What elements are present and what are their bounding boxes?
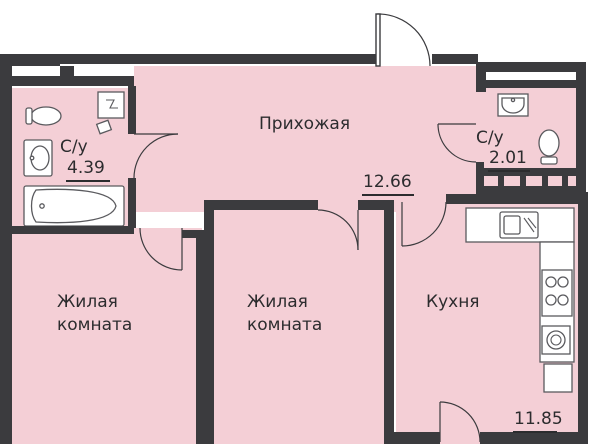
sink-icon — [23, 139, 53, 177]
wall-room-middle-left — [204, 200, 214, 444]
fridge-icon — [543, 363, 573, 393]
wall-bath-left-right — [128, 86, 136, 134]
walls — [0, 54, 588, 444]
wall-outer-left — [0, 54, 12, 444]
wall-kitchen-top — [446, 194, 580, 204]
bathtub-icon — [23, 185, 125, 227]
wall-bath-left-bottom — [12, 226, 134, 234]
sink-icon-right — [497, 93, 529, 117]
entrance-door-icon — [375, 13, 431, 67]
doors — [133, 13, 481, 443]
wall-top-right — [432, 54, 478, 64]
bathroom-right-area: 2.01 — [489, 148, 527, 168]
room-middle-name-line2: комната — [247, 315, 323, 335]
kitchen-door-icon — [401, 201, 447, 247]
toilet-icon-right — [538, 129, 560, 165]
bathroom-right-fixtures — [497, 93, 560, 165]
wall-kitchen-bottom-right — [480, 432, 580, 444]
wall-baluster-3 — [542, 170, 548, 192]
hallway-area-underline — [362, 194, 414, 196]
wall-room-middle-top-right — [358, 200, 388, 210]
kitchen-fixtures — [465, 207, 575, 393]
wall-room-middle-top — [204, 200, 318, 210]
wall-bath-right-shelf — [486, 80, 578, 88]
room-fill-hallway — [134, 66, 476, 212]
room-middle-door-icon — [317, 209, 359, 251]
room-middle-name-line1: Жилая — [247, 292, 308, 312]
wall-bath-left-right-low — [128, 178, 136, 228]
stove-icon — [541, 269, 573, 317]
wall-baluster-1 — [498, 170, 504, 192]
bathroom-left-area: 4.39 — [67, 158, 105, 178]
wall-top-mid — [60, 54, 376, 64]
kitchen-area-underline — [513, 431, 557, 433]
room-fill-room-middle — [210, 210, 390, 444]
bathroom-left-door-icon — [133, 133, 179, 179]
bathroom-right-door-icon — [437, 123, 477, 163]
wall-outer-right-top — [576, 62, 586, 192]
wall-bath-right-bottom — [476, 168, 580, 176]
hallway-name: Прихожая — [259, 114, 351, 134]
wall-baluster-4 — [562, 170, 568, 192]
wall-bath-left-top — [12, 76, 134, 86]
shower-mixer-icon — [95, 91, 125, 135]
wall-kitchen-bottom-left — [394, 432, 440, 444]
wall-top-small-bump2 — [66, 66, 74, 76]
wall-top-left — [0, 54, 60, 66]
kitchen-area: 11.85 — [514, 409, 563, 429]
wall-bath-right-bottom2 — [476, 186, 580, 194]
room-fill-room-left — [12, 228, 202, 444]
bathroom-left-area-underline — [66, 180, 110, 182]
wall-top-far-right — [486, 62, 580, 72]
bathroom-left-fixtures — [23, 91, 125, 227]
hallway-area: 12.66 — [363, 172, 412, 192]
kitchen-name: Кухня — [426, 292, 480, 312]
wall-room-middle-right — [384, 200, 394, 444]
bathroom-right-name: С/у — [476, 128, 504, 148]
wall-baluster-2 — [520, 170, 526, 192]
wall-bath-right-top — [476, 62, 486, 92]
bathroom-right-area-underline — [488, 170, 530, 172]
bathroom-left-name: С/у — [60, 137, 88, 157]
kitchen-sink-icon — [499, 211, 539, 239]
room-left-name-line2: комната — [57, 315, 133, 335]
washing-machine-icon — [541, 325, 571, 355]
wall-room-left-top — [182, 230, 202, 238]
wall-top-small-bump — [60, 66, 68, 80]
toilet-icon — [25, 106, 62, 126]
room-left-name-line1: Жилая — [57, 292, 118, 312]
wall-outer-right — [578, 192, 588, 444]
wall-bath-right-left-low — [476, 162, 484, 194]
wall-room-left-right — [196, 230, 206, 444]
